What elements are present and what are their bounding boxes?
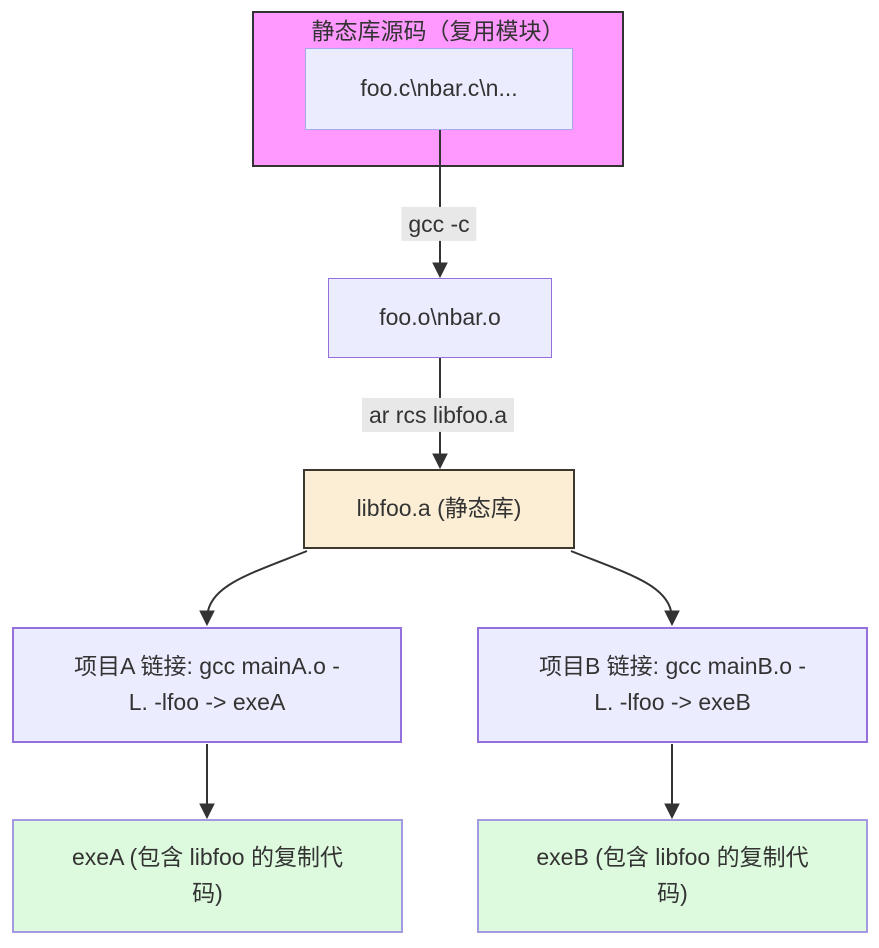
subgraph-title: 静态库源码（复用模块） <box>311 18 565 44</box>
node-exe-a-line-1: exeA (包含 libfoo 的复制代 <box>72 844 343 871</box>
node-objects: foo.o\nbar.o <box>328 278 552 358</box>
edge-lib-to-linkB <box>570 550 680 627</box>
node-project-b-link-line-1: 项目B 链接: gcc mainB.o - <box>538 653 807 680</box>
node-exe-a-line-2: 码) <box>192 880 223 906</box>
node-project-a-link-line-1: 项目A 链接: gcc mainA.o - <box>74 653 340 680</box>
node-project-a-link-line-2: L. -lfoo -> exeA <box>128 689 286 715</box>
node-sources-label: foo.c\nbar.c\n... <box>360 75 518 102</box>
edge-lib-to-linkA <box>199 550 308 627</box>
edge-label-compile: gcc -c <box>401 206 477 242</box>
edge-label-archive: ar rcs libfoo.a <box>361 397 515 433</box>
node-static-lib: libfoo.a (静态库) <box>303 469 575 549</box>
node-sources: foo.c\nbar.c\n... <box>305 48 573 130</box>
node-project-b-link-line-2: L. -lfoo -> exeB <box>594 689 751 715</box>
node-exe-a: exeA (包含 libfoo 的复制代 码) <box>12 819 403 933</box>
node-project-b-link: 项目B 链接: gcc mainB.o - L. -lfoo -> exeB <box>477 627 868 743</box>
edge-linkA-to-exeA <box>199 744 215 820</box>
node-exe-b-line-1: exeB (包含 libfoo 的复制代 <box>536 844 809 871</box>
node-static-lib-label: libfoo.a (静态库) <box>356 495 522 522</box>
edge-linkB-to-exeB <box>664 744 680 820</box>
node-project-a-link: 项目A 链接: gcc mainA.o - L. -lfoo -> exeA <box>12 627 402 743</box>
node-objects-label: foo.o\nbar.o <box>379 304 501 331</box>
node-exe-b-line-2: 码) <box>657 880 688 906</box>
node-exe-b: exeB (包含 libfoo 的复制代 码) <box>477 819 868 933</box>
